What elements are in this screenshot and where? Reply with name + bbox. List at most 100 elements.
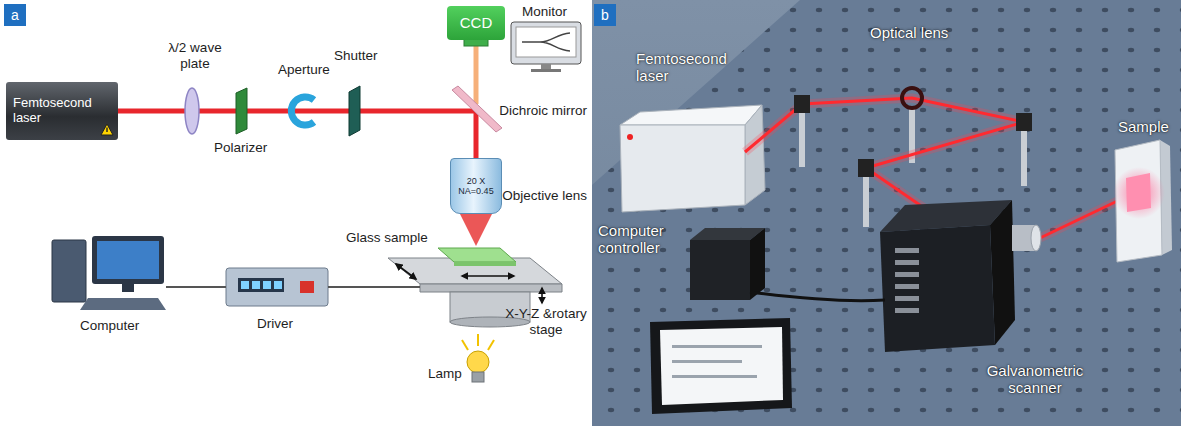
part-label: Computer bbox=[80, 318, 139, 334]
lamp-icon bbox=[472, 372, 484, 382]
controller-screen bbox=[660, 327, 783, 405]
optic-posts bbox=[863, 177, 869, 227]
scanner-device bbox=[1031, 225, 1041, 251]
controller-box bbox=[690, 228, 885, 301]
node-text: CCD bbox=[451, 14, 501, 31]
lamp-icon bbox=[477, 334, 479, 346]
computer-icon bbox=[80, 298, 166, 310]
sample-holder bbox=[1113, 140, 1172, 262]
controller-box bbox=[750, 292, 885, 301]
laser-focus-cone bbox=[460, 214, 492, 246]
node-text: Femtosecond laser bbox=[13, 96, 96, 126]
stage-arrows bbox=[396, 264, 416, 279]
laser-device bbox=[627, 134, 633, 140]
stage-arrows bbox=[462, 275, 514, 277]
scanner-device bbox=[880, 225, 995, 352]
monitor-icon bbox=[511, 22, 581, 72]
shutter bbox=[349, 86, 360, 136]
mirror-mounts bbox=[902, 88, 922, 108]
node-text: b bbox=[595, 7, 615, 23]
laser-beam-path bbox=[745, 98, 1024, 212]
glass-sample bbox=[454, 262, 516, 266]
controller-screen bbox=[672, 345, 762, 348]
controller-box bbox=[690, 240, 750, 300]
monitor-icon bbox=[516, 27, 576, 57]
part-label: Polarizer bbox=[214, 140, 267, 156]
mirror-mounts bbox=[1016, 113, 1032, 131]
driver-box bbox=[274, 281, 282, 289]
part-label: X-Y-Z &rotary stage bbox=[505, 306, 587, 337]
laser-device bbox=[620, 105, 762, 125]
part-label: Objective lens bbox=[502, 188, 587, 204]
part-label: Glass sample bbox=[346, 230, 428, 246]
panel-tag: a bbox=[4, 4, 26, 26]
driver-box bbox=[226, 268, 328, 306]
monitor-icon bbox=[522, 33, 570, 51]
part-label: Aperture bbox=[278, 62, 330, 78]
node-text: a bbox=[5, 7, 25, 23]
warning-icon bbox=[106, 128, 107, 133]
panel-background bbox=[592, 0, 1181, 426]
wave-plate bbox=[185, 88, 199, 134]
laser-device bbox=[620, 125, 745, 212]
computer-icon bbox=[52, 236, 166, 310]
laser-beam-path bbox=[745, 98, 1132, 238]
stage-platform bbox=[420, 284, 562, 292]
lamp-icon bbox=[488, 340, 494, 350]
driver-box bbox=[241, 281, 249, 289]
objective-lens: 20 X NA=0.45 bbox=[450, 158, 502, 214]
controller-box bbox=[750, 228, 765, 300]
scanner-device bbox=[880, 200, 1041, 352]
mirror-mounts bbox=[794, 95, 810, 113]
driver-box bbox=[263, 281, 271, 289]
wire bbox=[328, 286, 420, 288]
computer-icon bbox=[97, 241, 159, 279]
panel-background bbox=[592, 0, 1181, 426]
panel-tag: b bbox=[594, 4, 616, 26]
scanner-device bbox=[895, 272, 919, 277]
controller-screen bbox=[672, 375, 757, 378]
part-label: λ/2 wave plate bbox=[160, 40, 230, 71]
warning-icon bbox=[100, 123, 114, 136]
camera-box: CCD bbox=[447, 6, 505, 40]
lamp-icon bbox=[467, 351, 489, 373]
warning-icon bbox=[101, 124, 113, 135]
lamp-icon bbox=[462, 340, 468, 350]
driver-box bbox=[238, 278, 284, 292]
scanner-device bbox=[895, 308, 919, 313]
monitor-icon bbox=[541, 64, 551, 69]
monitor-icon bbox=[511, 22, 581, 64]
monitor-icon bbox=[531, 69, 561, 72]
controller-screen bbox=[650, 318, 792, 414]
computer-icon bbox=[122, 284, 134, 292]
camera-beam bbox=[476, 44, 477, 104]
panel-background bbox=[592, 0, 1181, 426]
polarizer bbox=[236, 88, 247, 134]
dichroic-mirror bbox=[452, 86, 502, 132]
scanner-device bbox=[895, 284, 919, 289]
polarizer bbox=[236, 88, 247, 134]
stage-arrows bbox=[396, 264, 542, 303]
glass-sample bbox=[438, 248, 516, 266]
wire bbox=[166, 286, 420, 288]
mirror-mounts bbox=[858, 159, 874, 177]
dichroic-mirror bbox=[452, 86, 502, 132]
part-label: Shutter bbox=[334, 48, 378, 64]
optic-posts bbox=[1021, 131, 1027, 186]
part-label: Galvanometric scanner bbox=[975, 362, 1095, 397]
stage-arrows bbox=[541, 288, 543, 303]
part-label: Dichroic mirror bbox=[499, 103, 587, 119]
laser-box: Femtosecond laser bbox=[6, 82, 118, 140]
optic-posts bbox=[799, 112, 805, 167]
computer-icon bbox=[52, 240, 86, 302]
panel-background bbox=[592, 0, 1181, 426]
driver-box bbox=[252, 281, 260, 289]
sample-holder bbox=[1113, 167, 1165, 219]
camera-beam bbox=[474, 44, 479, 104]
part-label: Monitor bbox=[522, 4, 567, 20]
controller-screen bbox=[650, 318, 792, 414]
laser-beam-path bbox=[745, 98, 1024, 212]
scanner-device bbox=[895, 296, 919, 301]
laser-device bbox=[620, 105, 765, 212]
